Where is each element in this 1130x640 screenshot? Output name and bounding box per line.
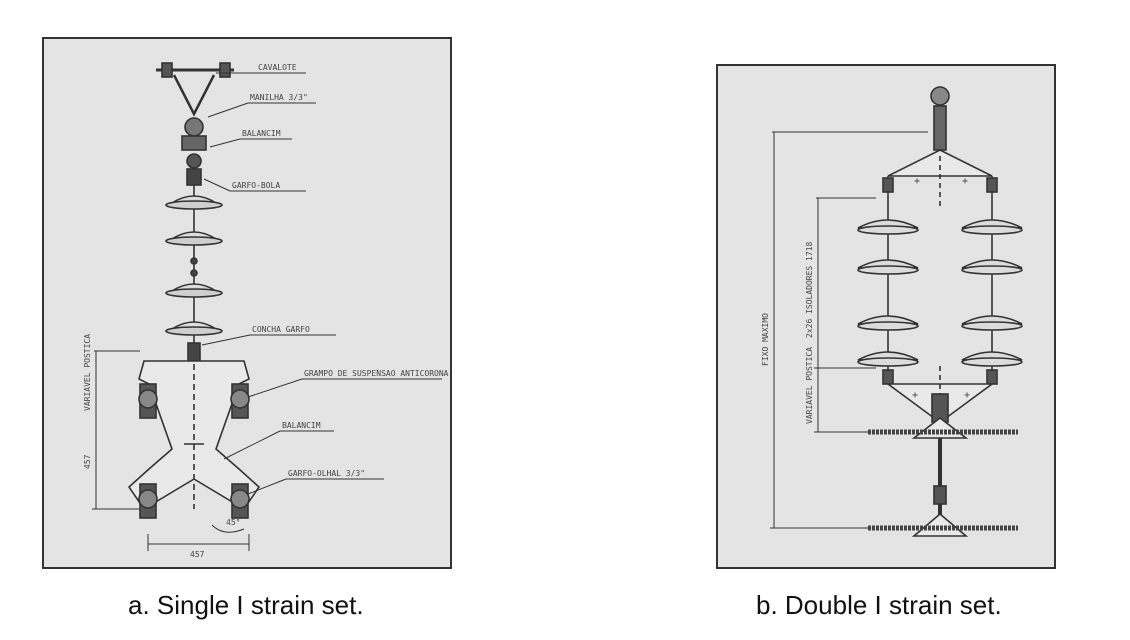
label-dim-angle: 45°	[226, 518, 240, 527]
label-ball-clevis: GARFO-BOLA	[232, 181, 280, 190]
figure-a-panel: CAVALOTE MANILHA 3/3" BALANCIM GARFO-BOL…	[42, 37, 452, 569]
caption-single-i-strain-set: a. Single I strain set.	[128, 590, 364, 620]
label-dim-side: VARIAVEL POSTICA	[83, 334, 92, 411]
label-dim-vertical: 457	[83, 454, 92, 469]
label-eye-clevis: GARFO-OLHAL 3/3"	[288, 469, 365, 478]
figure-b-drawing: + + +	[761, 86, 1023, 537]
svg-text:+: +	[914, 176, 920, 187]
figure-b-panel: + + +	[716, 64, 1056, 569]
label-socket-clevis: CONCHA GARFO	[252, 325, 310, 334]
figure-a-drawing: CAVALOTE MANILHA 3/3" BALANCIM GARFO-BOL…	[83, 62, 449, 559]
label-variable: VARIAVEL POSTICA	[805, 347, 814, 424]
label-dim-horizontal: 457	[190, 550, 205, 559]
caption-double-i-strain-set: b. Double I strain set.	[756, 590, 1002, 620]
label-insulators: 2x26 ISOLADORES 1718	[805, 241, 814, 338]
label-clevis: CAVALOTE	[258, 63, 297, 72]
label-shackle: MANILHA 3/3"	[250, 93, 308, 102]
label-yoke-top: BALANCIM	[242, 129, 281, 138]
svg-text:+: +	[964, 390, 970, 401]
label-suspension-clamp: GRAMPO DE SUSPENSAO ANTICORONA	[304, 369, 449, 378]
svg-text:+: +	[912, 390, 918, 401]
label-yoke-mid: BALANCIM	[282, 421, 321, 430]
svg-text:+: +	[962, 176, 968, 187]
label-total-length: FIXO MAXIMO	[761, 313, 770, 366]
